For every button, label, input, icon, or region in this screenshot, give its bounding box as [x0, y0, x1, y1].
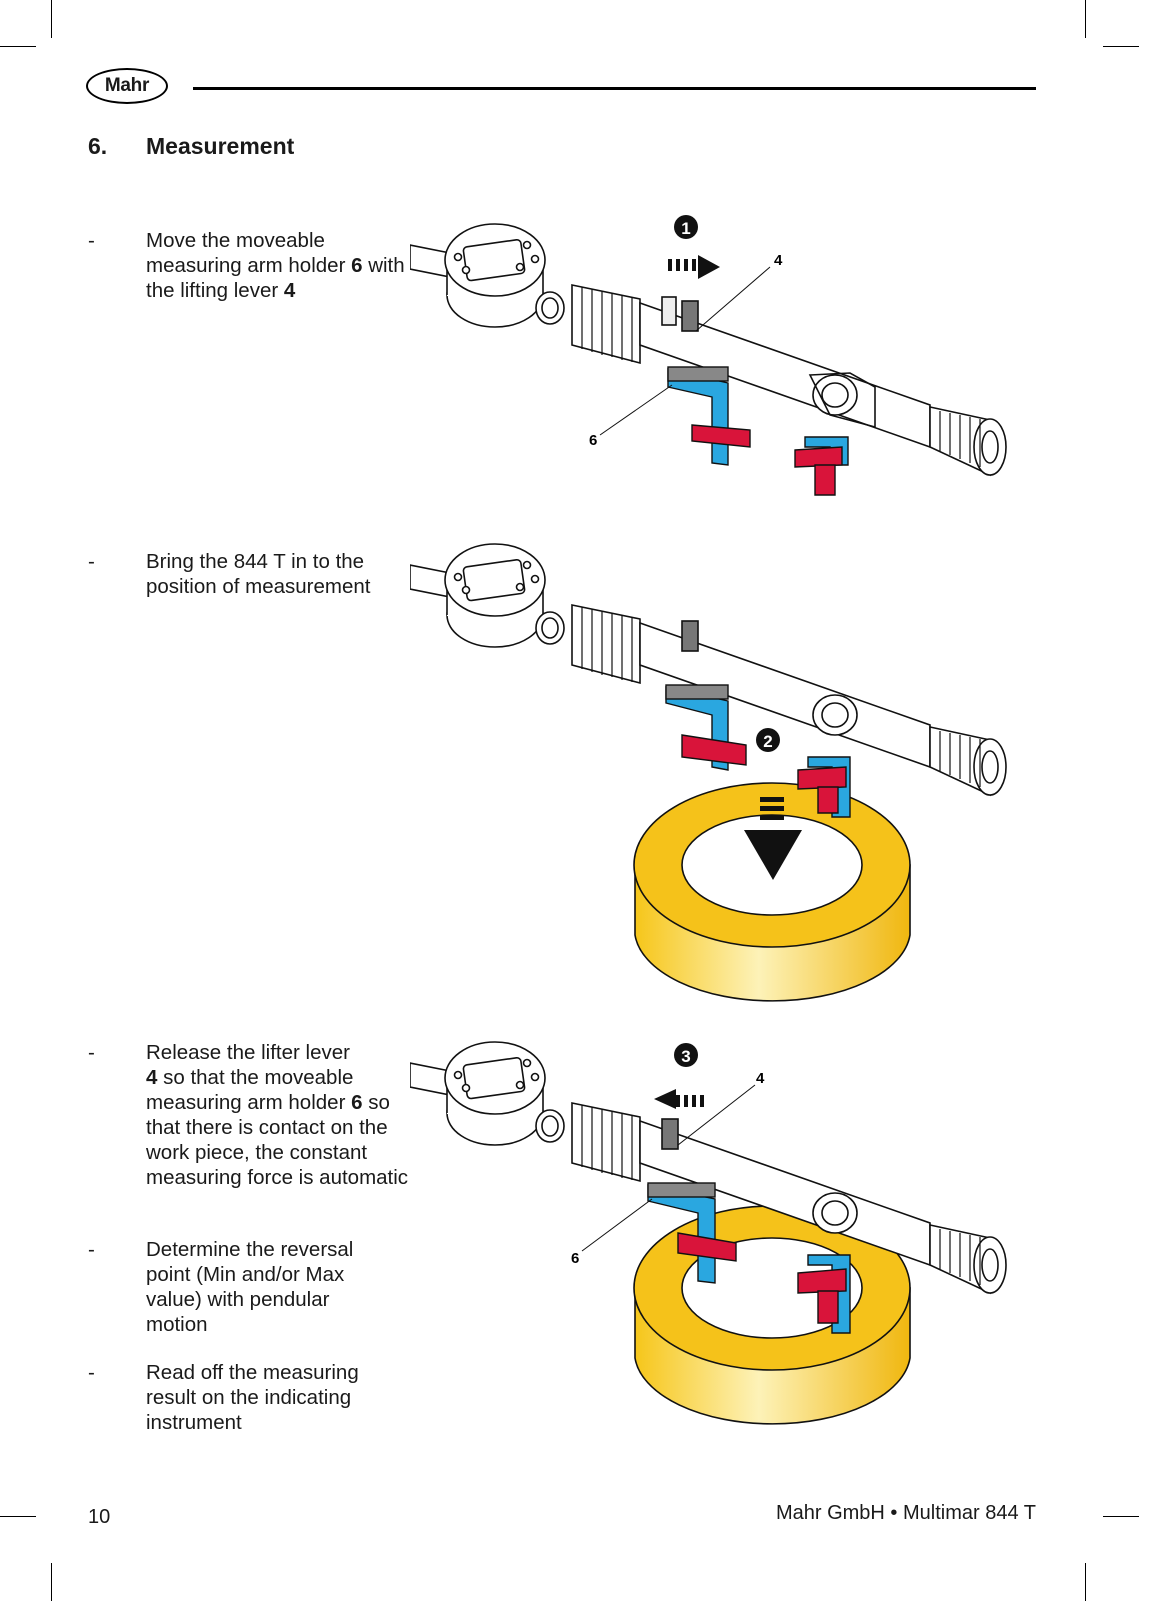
crop-mark — [1103, 1516, 1139, 1517]
section-number: 6. — [88, 133, 108, 159]
figure-step-3: 3 4 6 — [410, 1041, 1007, 1425]
step-badge: 1 — [681, 219, 690, 238]
callout-arm-holder: 6 — [589, 432, 597, 449]
callout-arm-holder: 6 — [571, 1250, 579, 1267]
crop-mark — [51, 1563, 52, 1601]
crop-mark — [1085, 0, 1086, 38]
brand-logo: Mahr — [86, 68, 168, 104]
figure-step-2: 2 — [410, 543, 1007, 1002]
figure-step-1: 1 4 6 — [410, 215, 1007, 496]
header-rule — [193, 87, 1036, 90]
instruction-text: Bring the 844 T in to the position of me… — [146, 550, 371, 598]
footer-title: Mahr GmbH • Multimar 844 T — [775, 1502, 1036, 1524]
crop-mark — [51, 0, 52, 38]
crop-mark — [0, 46, 36, 47]
instruction-text: Determine the reversal point (Min and/or… — [146, 1238, 354, 1336]
crop-mark — [1085, 1563, 1086, 1601]
crop-mark — [0, 1516, 36, 1517]
callout-lifting-lever: 4 — [774, 252, 783, 269]
crop-mark — [1103, 46, 1139, 47]
step-badge: 3 — [681, 1047, 690, 1066]
step-badge: 2 — [763, 732, 772, 751]
page-number: 10 — [88, 1506, 111, 1528]
instruction-text: Read off the measuring result on the ind… — [146, 1361, 359, 1434]
instruction-text: Move the moveable measuring arm holder 6… — [146, 229, 405, 302]
section-title: Measurement — [146, 133, 295, 159]
callout-lifting-lever: 4 — [756, 1070, 765, 1087]
